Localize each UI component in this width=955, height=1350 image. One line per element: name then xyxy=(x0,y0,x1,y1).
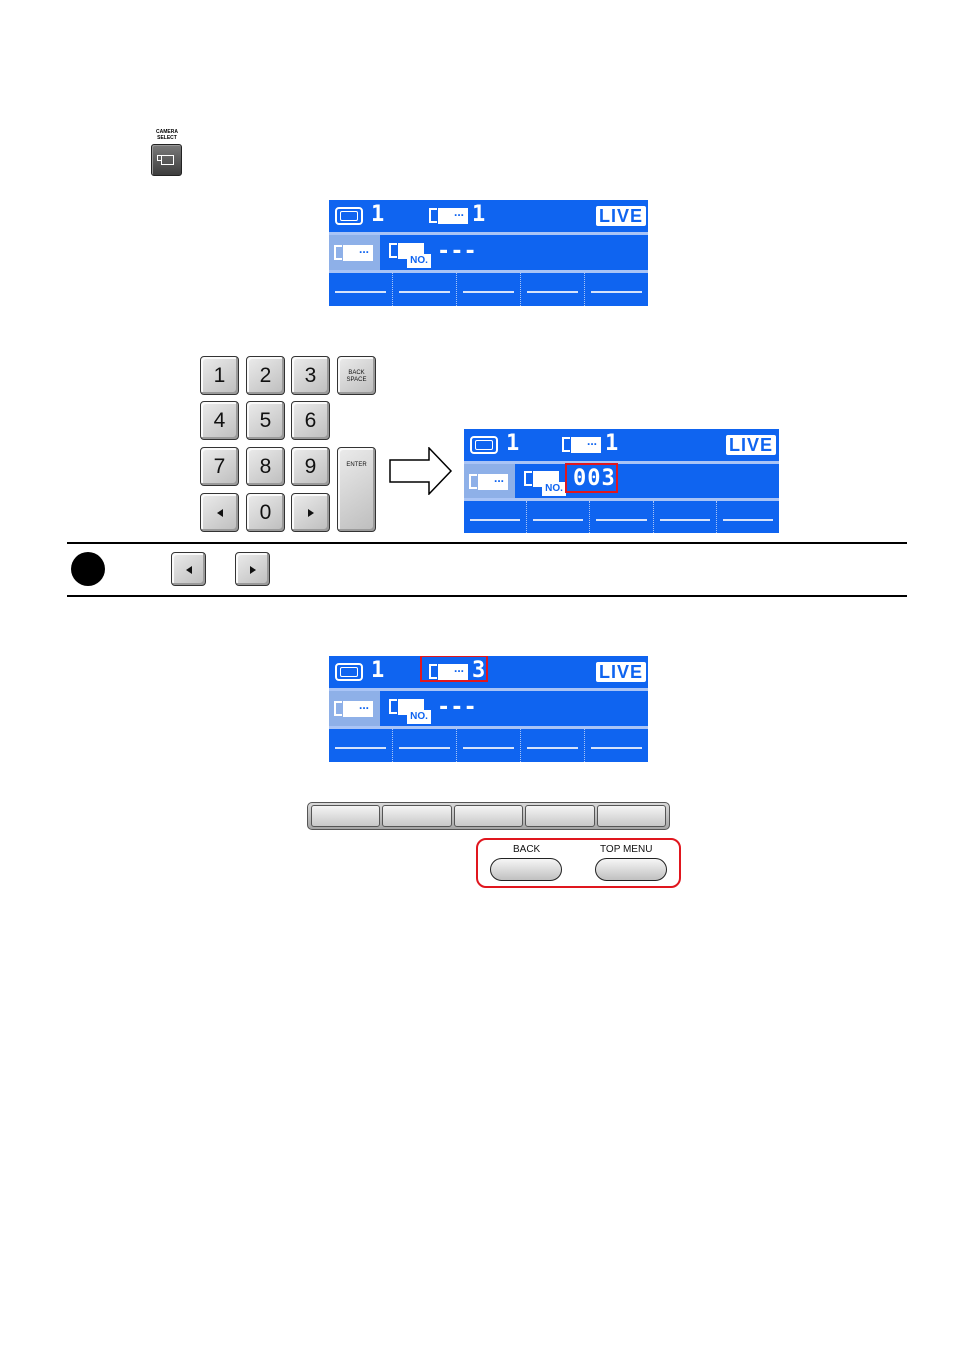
camera-no-icon: NO. xyxy=(389,241,433,269)
back-button[interactable] xyxy=(490,858,562,881)
lcd-softkey-cell xyxy=(527,501,590,533)
camera-icon xyxy=(562,435,602,455)
monitor-number: 1 xyxy=(506,431,519,456)
key-8[interactable]: 8 xyxy=(246,447,285,486)
lcd-softkey-cell xyxy=(585,273,648,306)
camera-select-label: CAMERA SELECT xyxy=(148,129,186,141)
selected-menu-cell xyxy=(329,691,380,726)
lcd-softkey-cell xyxy=(457,273,521,306)
lcd-softkey-cell xyxy=(457,729,521,762)
function-key[interactable] xyxy=(382,805,451,827)
lcd-softkey-cell xyxy=(590,501,653,533)
left-arrow-key[interactable] xyxy=(200,493,239,532)
key-7[interactable]: 7 xyxy=(200,447,239,486)
monitor-icon xyxy=(470,436,498,454)
key-2[interactable]: 2 xyxy=(246,356,285,395)
key-4[interactable]: 4 xyxy=(200,401,239,440)
highlight-box xyxy=(420,656,488,682)
camera-number: 1 xyxy=(472,202,485,227)
note-right-arrow-key xyxy=(235,552,270,586)
monitor-number: 1 xyxy=(371,658,384,683)
transition-arrow-icon xyxy=(389,447,453,495)
camera-icon xyxy=(334,243,374,263)
camera-no-icon: NO. xyxy=(389,697,433,725)
key-6[interactable]: 6 xyxy=(291,401,330,440)
right-arrow-key[interactable] xyxy=(291,493,330,532)
top-menu-button[interactable] xyxy=(595,858,667,881)
function-key[interactable] xyxy=(454,805,523,827)
lcd-screen-result: 1 3 LIVE NO. --- xyxy=(329,656,648,762)
note-bottom-rule xyxy=(67,595,907,597)
camera-no-icon: NO. xyxy=(524,469,568,497)
back-label: BACK xyxy=(513,844,540,855)
function-key[interactable] xyxy=(525,805,594,827)
monitor-icon xyxy=(335,663,363,681)
highlight-box xyxy=(565,463,618,493)
camera-no-value: --- xyxy=(437,695,477,720)
camera-outline-icon xyxy=(161,155,174,165)
lcd-softkey-cell xyxy=(329,729,393,762)
lcd-softkey-cell xyxy=(521,273,585,306)
lcd-softkey-cell xyxy=(393,273,457,306)
live-badge: LIVE xyxy=(596,662,646,682)
camera-icon xyxy=(334,699,374,719)
note-top-rule xyxy=(67,542,907,544)
camera-icon xyxy=(469,472,509,492)
lcd-softkey-cell xyxy=(585,729,648,762)
lcd-softkey-cell xyxy=(521,729,585,762)
function-key[interactable] xyxy=(597,805,666,827)
arrow-right-icon xyxy=(308,509,314,517)
monitor-icon xyxy=(335,207,363,225)
lcd-softkey-cell xyxy=(654,501,717,533)
key-3[interactable]: 3 xyxy=(291,356,330,395)
live-badge: LIVE xyxy=(596,206,646,226)
key-1[interactable]: 1 xyxy=(200,356,239,395)
selected-menu-cell xyxy=(329,235,380,270)
arrow-left-icon xyxy=(217,509,223,517)
key-5[interactable]: 5 xyxy=(246,401,285,440)
selected-menu-cell xyxy=(464,464,515,498)
arrow-left-icon xyxy=(186,566,192,574)
camera-no-value: --- xyxy=(437,239,477,264)
note-left-arrow-key xyxy=(171,552,206,586)
camera-icon xyxy=(429,206,469,226)
monitor-number: 1 xyxy=(371,202,384,227)
top-menu-label: TOP MENU xyxy=(600,844,652,855)
lcd-softkey-cell xyxy=(329,273,393,306)
arrow-right-icon xyxy=(250,566,256,574)
function-key[interactable] xyxy=(311,805,380,827)
lcd-softkey-cell xyxy=(464,501,527,533)
note-bullet-icon xyxy=(71,552,105,586)
lcd-screen-entered: 1 1 LIVE NO. 003 xyxy=(464,429,779,533)
key-9[interactable]: 9 xyxy=(291,447,330,486)
lcd-softkey-cell xyxy=(717,501,779,533)
back-topmenu-highlight: BACK TOP MENU xyxy=(476,838,681,888)
lcd-softkey-cell xyxy=(393,729,457,762)
lcd-screen-initial: 1 1 LIVE NO. --- xyxy=(329,200,648,306)
camera-number: 1 xyxy=(605,431,618,456)
camera-select-button[interactable] xyxy=(151,144,182,176)
function-key-bar xyxy=(307,802,670,830)
live-badge: LIVE xyxy=(726,435,776,455)
key-0[interactable]: 0 xyxy=(246,493,285,532)
enter-key[interactable]: ENTER xyxy=(337,447,376,532)
